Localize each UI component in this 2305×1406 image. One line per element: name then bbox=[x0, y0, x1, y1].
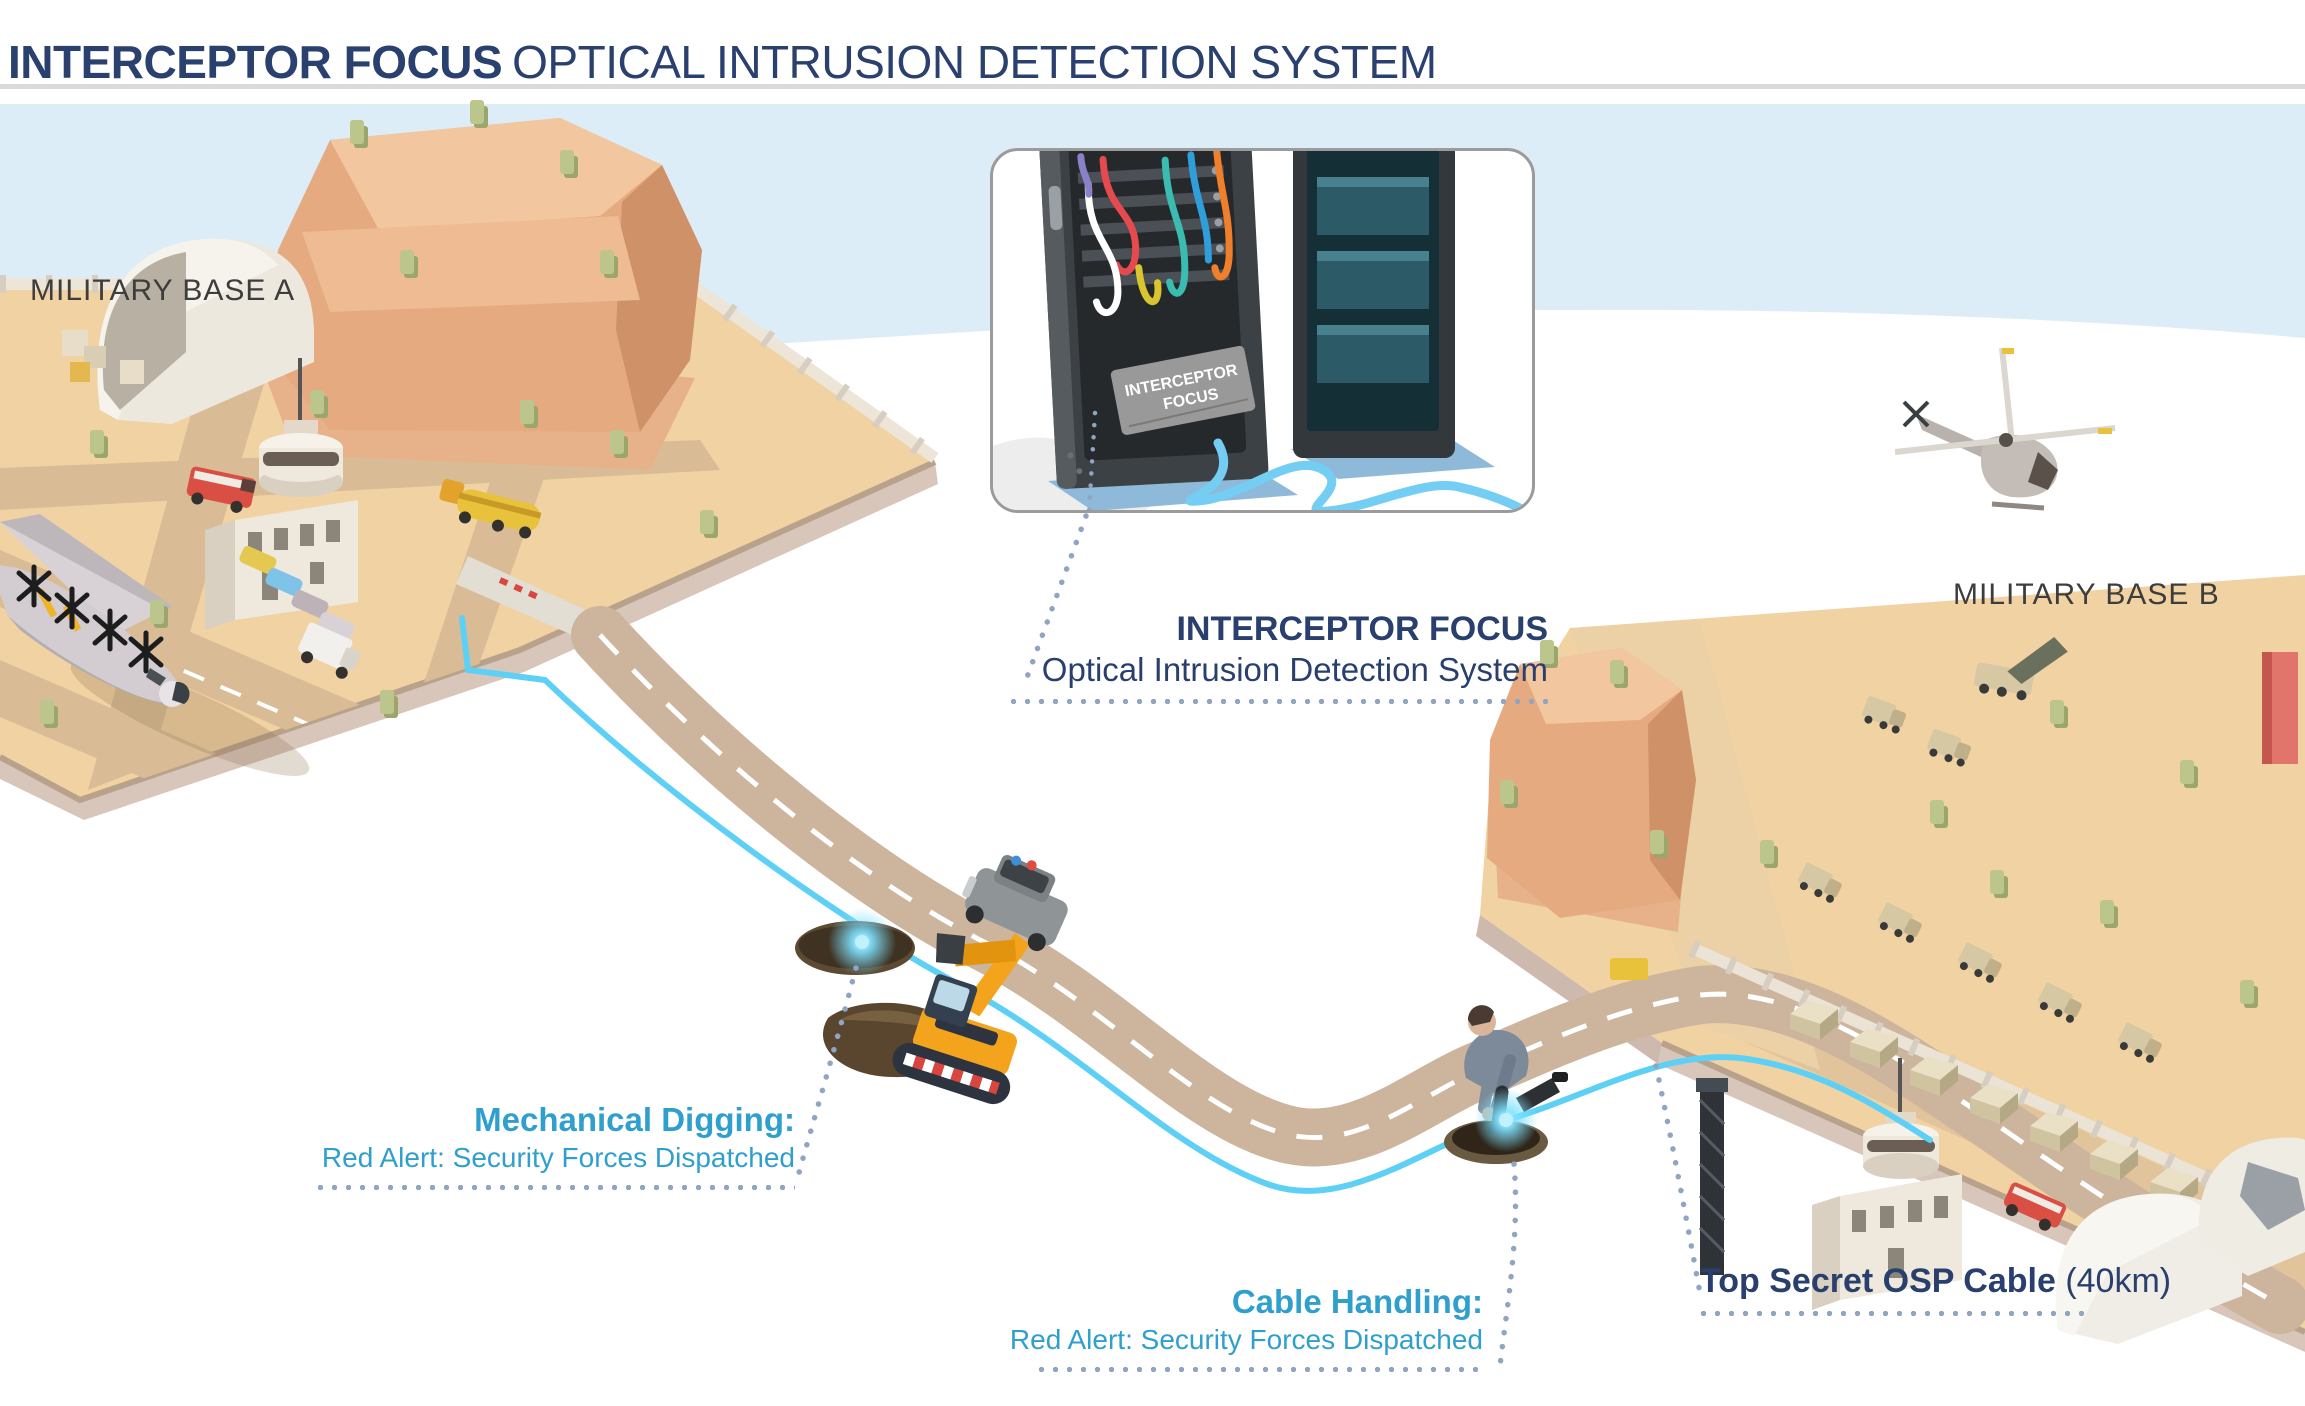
cable-callout-detail: (40km) bbox=[2065, 1262, 2172, 1300]
rack-nameplate: INTERCEPTOR FOCUS bbox=[1110, 345, 1256, 435]
parked-cars bbox=[239, 546, 355, 640]
helicopter bbox=[1894, 347, 2116, 511]
server-rack-secondary bbox=[1293, 151, 1455, 458]
system-callout-underline bbox=[1010, 698, 1548, 705]
inset-leader-segment bbox=[1086, 410, 1098, 510]
osp-cable bbox=[459, 615, 1933, 1194]
leader-digging bbox=[794, 965, 859, 1183]
fuel-tanker bbox=[439, 479, 542, 539]
alert-glow-handling-core bbox=[1499, 1113, 1513, 1127]
system-callout-heading: INTERCEPTOR FOCUS bbox=[1176, 610, 1548, 648]
radar-vehicle bbox=[1974, 637, 2068, 701]
cable-callout: Top Secret OSP Cable (40km) bbox=[1700, 1260, 2171, 1317]
excavator bbox=[892, 933, 1031, 1105]
cable-callout-heading: Top Secret OSP Cable bbox=[1700, 1262, 2056, 1300]
box-truck bbox=[298, 622, 361, 679]
digging-callout-underline bbox=[317, 1184, 795, 1191]
security-suv bbox=[962, 855, 1068, 952]
fire-truck-b bbox=[2003, 1182, 2067, 1231]
handling-callout-alert: Red Alert: Security Forces Dispatched bbox=[1009, 1324, 1483, 1355]
page-title-rest: OPTICAL INTRUSION DETECTION SYSTEM bbox=[512, 35, 1437, 88]
cargo-plane bbox=[0, 514, 310, 776]
cable-callout-underline bbox=[1700, 1310, 2088, 1317]
hangar-a bbox=[97, 238, 315, 424]
checkpoint-tower bbox=[1696, 1078, 1728, 1275]
leader-lines bbox=[794, 513, 1704, 1369]
mesa-b bbox=[1487, 640, 1696, 932]
digging-callout-heading: Mechanical Digging: bbox=[474, 1101, 795, 1138]
inset-cable-squiggle bbox=[1185, 438, 1532, 510]
handling-callout-underline bbox=[1038, 1366, 1483, 1373]
patch-cables bbox=[1077, 151, 1233, 317]
system-inset-panel: INTERCEPTOR FOCUS bbox=[990, 148, 1535, 513]
red-gate-pillar-side bbox=[2262, 652, 2272, 764]
title-divider bbox=[0, 84, 2305, 89]
control-tower-a bbox=[205, 358, 358, 630]
fighter-jet bbox=[2240, 1162, 2305, 1230]
digging-callout: Mechanical Digging: Red Alert: Security … bbox=[317, 1100, 795, 1191]
crates bbox=[62, 330, 144, 384]
hangars-b bbox=[2055, 1137, 2305, 1344]
fire-truck bbox=[186, 466, 257, 513]
base-a-label: MILITARY BASE A bbox=[30, 274, 296, 307]
mesa-a bbox=[250, 100, 702, 470]
red-gate-pillar bbox=[2270, 652, 2298, 764]
leader-handling bbox=[1497, 1161, 1519, 1369]
wall-b bbox=[1689, 942, 2305, 1228]
system-callout: INTERCEPTOR FOCUS Optical Intrusion Dete… bbox=[1010, 608, 1548, 705]
handling-callout-heading: Cable Handling: bbox=[1231, 1283, 1483, 1320]
page-title-brand: INTERCEPTOR FOCUS bbox=[8, 35, 503, 88]
leader-cable bbox=[1653, 1063, 1704, 1301]
server-rack-main: INTERCEPTOR FOCUS bbox=[1038, 151, 1269, 489]
leader-inset bbox=[1023, 513, 1089, 683]
digging-callout-alert: Red Alert: Security Forces Dispatched bbox=[321, 1142, 795, 1173]
yellow-bus bbox=[1610, 958, 1648, 980]
alert-glow-digging-core bbox=[855, 935, 869, 949]
system-callout-subheading: Optical Intrusion Detection System bbox=[1041, 651, 1548, 688]
base-b-label: MILITARY BASE B bbox=[1953, 578, 2220, 611]
handling-callout: Cable Handling: Red Alert: Security Forc… bbox=[1010, 1282, 1483, 1373]
propellers bbox=[16, 564, 164, 674]
